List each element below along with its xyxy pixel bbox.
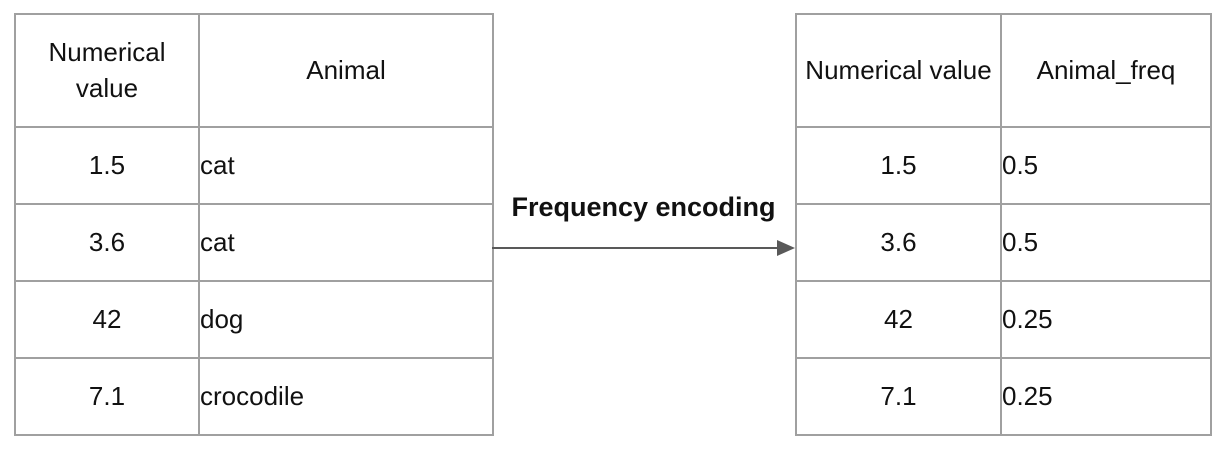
table-row: 42 dog <box>14 280 494 359</box>
animal-cell: cat <box>198 126 494 205</box>
numerical-value-cell: 42 <box>14 280 200 359</box>
numerical-value-cell: 7.1 <box>795 357 1002 436</box>
table-row: 3.6 0.5 <box>795 203 1212 282</box>
numerical-value-cell: 1.5 <box>14 126 200 205</box>
numerical-value-cell: 3.6 <box>14 203 200 282</box>
table-row: 3.6 cat <box>14 203 494 282</box>
header-cell-numerical-value: Numerical value <box>14 13 200 128</box>
input-table: Numerical value Animal 1.5 cat 3.6 cat 4… <box>14 13 494 436</box>
animal-freq-cell: 0.25 <box>1000 357 1212 436</box>
animal-freq-cell: 0.25 <box>1000 280 1212 359</box>
arrow-label: Frequency encoding <box>511 192 776 222</box>
table-row: 1.5 cat <box>14 126 494 205</box>
animal-freq-cell: 0.5 <box>1000 126 1212 205</box>
table-row: 1.5 0.5 <box>795 126 1212 205</box>
header-cell-animal-freq: Animal_freq <box>1000 13 1212 128</box>
header-cell-numerical-value: Numerical value <box>795 13 1002 128</box>
table-header-row: Numerical value Animal_freq <box>795 13 1212 128</box>
animal-freq-cell: 0.5 <box>1000 203 1212 282</box>
numerical-value-cell: 3.6 <box>795 203 1002 282</box>
arrow-right-icon <box>777 240 795 256</box>
output-table: Numerical value Animal_freq 1.5 0.5 3.6 … <box>795 13 1212 436</box>
table-row: 42 0.25 <box>795 280 1212 359</box>
animal-cell: crocodile <box>198 357 494 436</box>
numerical-value-cell: 1.5 <box>795 126 1002 205</box>
arrow-line <box>492 247 781 249</box>
animal-cell: cat <box>198 203 494 282</box>
table-header-row: Numerical value Animal <box>14 13 494 128</box>
numerical-value-cell: 42 <box>795 280 1002 359</box>
numerical-value-cell: 7.1 <box>14 357 200 436</box>
table-row: 7.1 0.25 <box>795 357 1212 436</box>
header-cell-animal: Animal <box>198 13 494 128</box>
table-row: 7.1 crocodile <box>14 357 494 436</box>
animal-cell: dog <box>198 280 494 359</box>
